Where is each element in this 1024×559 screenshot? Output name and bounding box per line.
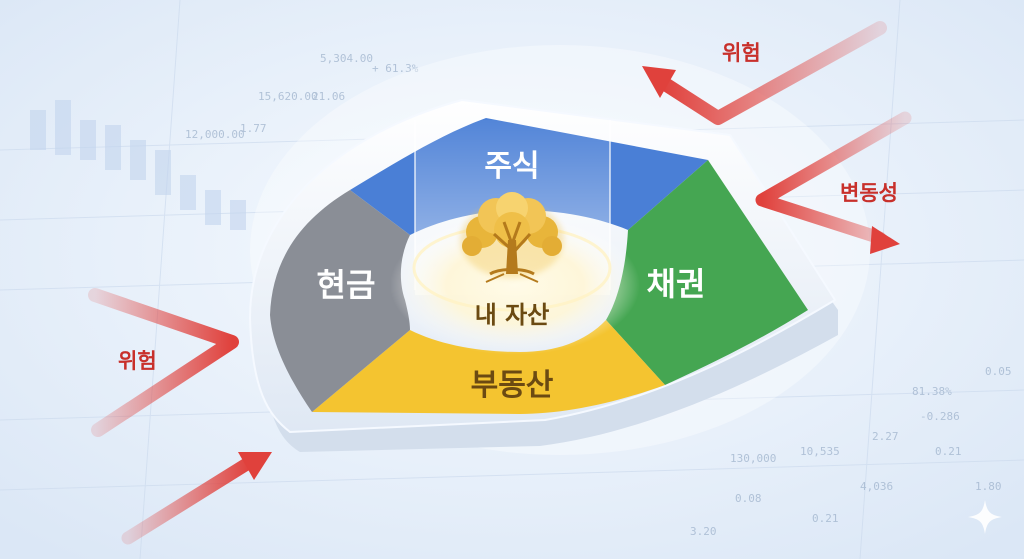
segment-label-bonds: 채권 xyxy=(647,265,706,303)
segment-bonds xyxy=(606,160,808,385)
risk-label-volatility: 변동성 xyxy=(840,181,898,205)
bg-number: -0.286 xyxy=(920,410,960,423)
bg-number: 0.05 xyxy=(985,365,1012,378)
bg-number: 81.38% xyxy=(912,385,952,398)
background-bars xyxy=(30,100,246,230)
bg-number: 15,620.00 xyxy=(258,90,318,103)
bg-number: 12,000.00 xyxy=(185,128,245,141)
bg-number: 2.27 xyxy=(872,430,899,443)
background-numbers: 12,000.00 1.77 15,620.00 21.06 5,304.00 … xyxy=(185,52,1012,538)
bg-number: 4,036 xyxy=(860,480,893,493)
center-label: 내 자산 xyxy=(475,301,550,329)
risk-arrow-top-right xyxy=(655,21,887,125)
golden-tree-icon xyxy=(460,192,564,283)
bg-number: 0.21 xyxy=(812,512,839,525)
bg-number: 1.77 xyxy=(240,122,267,135)
bg-number: 1.80 xyxy=(975,480,1002,493)
arrowhead-icon xyxy=(642,66,676,98)
risk-arrows xyxy=(88,21,912,545)
segment-cash xyxy=(270,190,410,412)
arrowhead-icon xyxy=(238,452,272,480)
bg-number: 0.08 xyxy=(735,492,762,505)
risk-arrow-left xyxy=(88,288,239,437)
bg-number: 3.20 xyxy=(690,525,717,538)
arrowhead-icon xyxy=(870,226,900,254)
bg-number: 10,535 xyxy=(800,445,840,458)
segment-label-stocks: 주식 xyxy=(484,149,539,184)
segment-label-real-estate: 부동산 xyxy=(471,368,554,403)
segment-label-cash: 현금 xyxy=(317,266,376,304)
bg-number: 130,000 xyxy=(730,452,776,465)
risk-arrow-right xyxy=(755,111,912,245)
risk-label-left: 위험 xyxy=(118,349,157,373)
bg-number: 5,304.00 xyxy=(320,52,373,65)
bg-number: 21.06 xyxy=(312,90,345,103)
sparkle-icon xyxy=(968,500,1002,534)
risk-label-top-right: 위험 xyxy=(722,41,761,65)
risk-arrow-bottom-left xyxy=(121,455,257,545)
bg-number: + 61.3% xyxy=(372,62,419,75)
bg-number: 0.21 xyxy=(935,445,962,458)
center-glow xyxy=(390,215,640,355)
